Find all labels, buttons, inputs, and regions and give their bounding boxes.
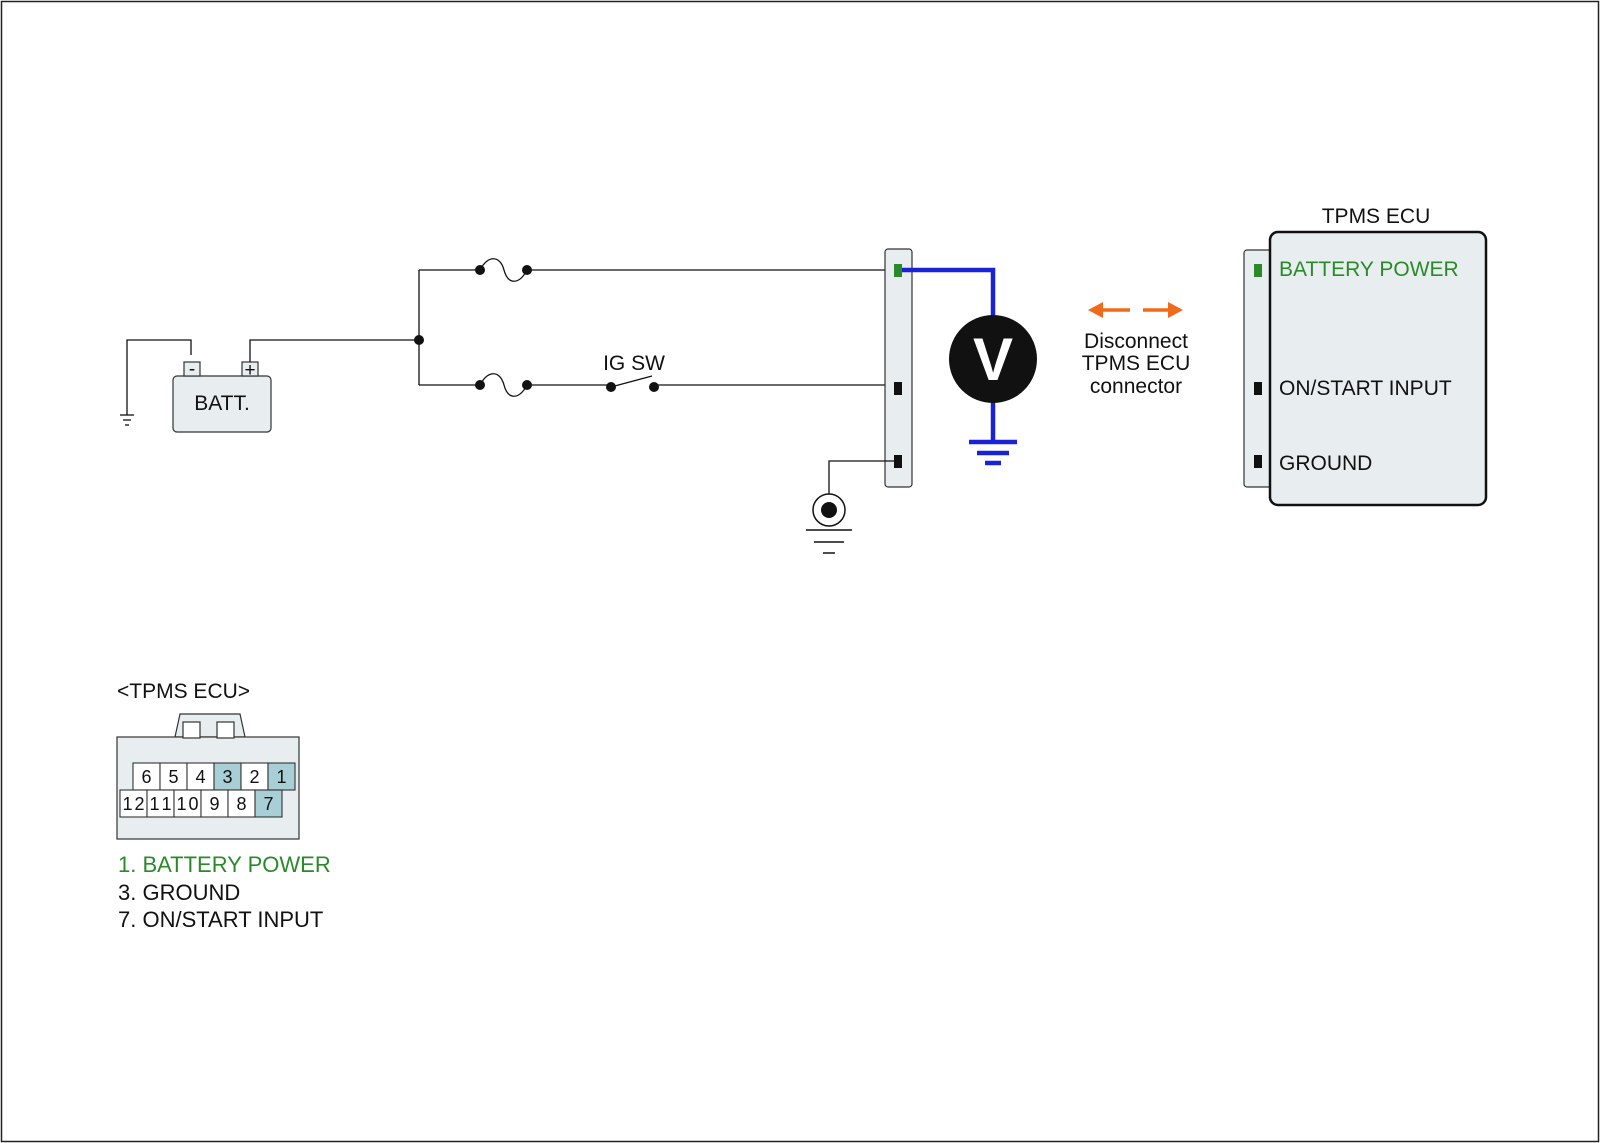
connector-pin-cell bbox=[132, 762, 161, 791]
connector-pin-number: 10 bbox=[177, 794, 199, 814]
connector-pin-number: 1 bbox=[276, 767, 286, 787]
connector-pin-number: 4 bbox=[195, 767, 205, 787]
battery-minus-sign: - bbox=[189, 359, 195, 380]
ecu-pin-battery-power bbox=[1254, 264, 1262, 277]
ecu-pin-ground bbox=[1254, 455, 1262, 468]
connector-pin-cell bbox=[146, 789, 175, 818]
connector-pin-cell bbox=[200, 789, 229, 818]
connector-pin-number: 9 bbox=[209, 794, 219, 814]
harness-pin-ground bbox=[894, 455, 902, 468]
legend-item-battery-power: 1. BATTERY POWER bbox=[118, 852, 331, 877]
ig-switch-label: IG SW bbox=[603, 352, 665, 375]
disconnect-note-line-2: TPMS ECU bbox=[1082, 352, 1191, 375]
tpms-ecu: TPMS ECU BATTERY POWER ON/START INPUT GR… bbox=[1243, 205, 1488, 507]
connector-pin-cell bbox=[213, 762, 242, 791]
splice-junction bbox=[414, 335, 424, 345]
battery-label: BATT. bbox=[194, 392, 250, 415]
connector-pin-number: 5 bbox=[168, 767, 178, 787]
voltmeter-probe-wires bbox=[902, 267, 1017, 466]
fuse-ig-line bbox=[475, 373, 532, 397]
battery: - + BATT. bbox=[172, 359, 272, 433]
ecu-pin-on-start bbox=[1254, 382, 1262, 395]
legend-item-ground: 3. GROUND bbox=[118, 880, 241, 905]
ecu-pin-label-on-start: ON/START INPUT bbox=[1279, 377, 1452, 400]
connector-title: <TPMS ECU> bbox=[117, 680, 251, 703]
chassis-ground bbox=[806, 460, 894, 554]
harness-connector bbox=[884, 248, 913, 488]
connector-pin-number: 8 bbox=[236, 794, 246, 814]
disconnect-note: Disconnect TPMS ECU connector bbox=[1082, 330, 1191, 398]
battery-ground-wire bbox=[120, 339, 192, 426]
connector-pin-cell bbox=[227, 789, 256, 818]
disconnect-arrows bbox=[1088, 302, 1183, 318]
connector-pin-number: 11 bbox=[150, 794, 172, 814]
ecu-pin-label-battery-power: BATTERY POWER bbox=[1279, 258, 1459, 281]
connector-pin-cell bbox=[119, 789, 148, 818]
legend-item-on-start: 7. ON/START INPUT bbox=[118, 907, 324, 932]
connector-pin-number: 12 bbox=[123, 794, 145, 814]
connector-pin-number: 7 bbox=[263, 794, 273, 814]
battery-plus-sign: + bbox=[244, 360, 255, 381]
voltmeter: V bbox=[949, 315, 1037, 403]
voltmeter-label: V bbox=[973, 326, 1013, 393]
supply-wires bbox=[249, 269, 887, 386]
disconnect-note-line-1: Disconnect bbox=[1084, 330, 1188, 353]
ignition-switch: IG SW bbox=[603, 352, 665, 392]
connector-pin-cell bbox=[254, 789, 283, 818]
connector-pin-number: 2 bbox=[249, 767, 259, 787]
disconnect-note-line-3: connector bbox=[1090, 375, 1182, 398]
ecu-body bbox=[1268, 230, 1488, 507]
ecu-pin-label-ground: GROUND bbox=[1279, 452, 1372, 475]
ecu-connector-side bbox=[1243, 249, 1273, 488]
connector-pin-number: 6 bbox=[141, 767, 151, 787]
connector-pin-cell bbox=[173, 789, 202, 818]
connector-lock-tab-left bbox=[182, 721, 201, 739]
connector-pin-cell bbox=[240, 762, 269, 791]
harness-pin-battery-power bbox=[894, 264, 902, 277]
battery-minus-terminal bbox=[183, 361, 201, 377]
ecu-title: TPMS ECU bbox=[1322, 205, 1431, 228]
connector-lock-tab-right bbox=[216, 721, 235, 739]
fuse-battery-line bbox=[475, 258, 532, 282]
connector-pin-number: 3 bbox=[222, 767, 232, 787]
harness-pin-on-start bbox=[894, 382, 902, 395]
